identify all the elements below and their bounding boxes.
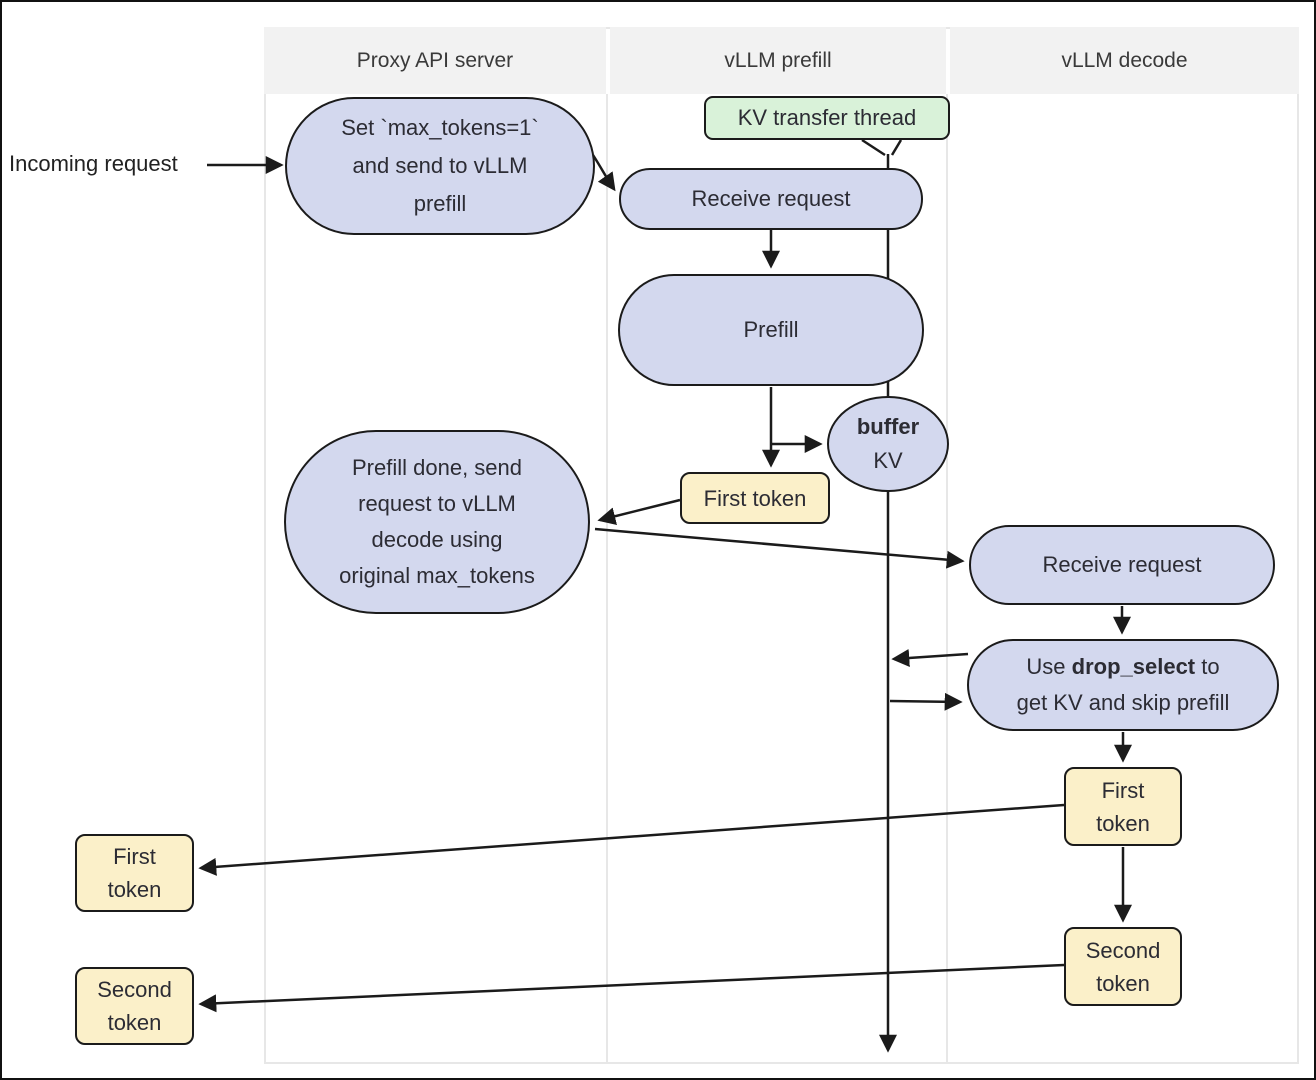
lane-header-decode: vLLM decode <box>950 27 1299 94</box>
node-prefill-done-line1: Prefill done, send <box>352 455 522 480</box>
node-second-token-proxy-line1: Second <box>97 977 172 1002</box>
node-prefill-done-line2: request to vLLM <box>358 491 516 516</box>
node-first-token-decode-line2: token <box>1096 810 1150 836</box>
node-set-max-tokens-line3: prefill <box>413 191 467 216</box>
node-prefill-label: Prefill <box>743 317 799 342</box>
node-prefill-done: Prefill done, send request to vLLM decod… <box>284 430 590 614</box>
node-drop-select-line2: get KV and skip prefill <box>1016 690 1230 715</box>
node-first-token-proxy: First token <box>75 834 194 912</box>
node-first-token-proxy-line1: First <box>113 844 156 869</box>
node-set-max-tokens-line2: and send to vLLM <box>352 153 528 178</box>
node-second-token-decode-line2: token <box>1096 970 1150 996</box>
lane-header-proxy-label: Proxy API server <box>356 48 514 72</box>
node-second-token-decode-line1: Second <box>1085 937 1161 963</box>
incoming-request-label: Incoming request <box>9 151 178 176</box>
node-set-max-tokens: Set `max_tokens=1` and send to vLLM pref… <box>285 97 595 235</box>
node-drop-select-line1-bold: drop_select <box>1071 654 1196 679</box>
node-first-token-prefill: First token <box>680 472 830 524</box>
node-set-max-tokens-line1: Set `max_tokens=1` <box>341 115 539 140</box>
node-second-token-decode: Second token <box>1064 927 1182 1006</box>
node-first-token-prefill-label: First token <box>703 485 807 511</box>
lane-header-decode-label: vLLM decode <box>1061 48 1188 72</box>
lane-header-prefill-label: vLLM prefill <box>724 48 832 72</box>
lane-separator-2 <box>946 94 948 1062</box>
node-first-token-decode-line1: First <box>1101 777 1145 803</box>
node-prefill-done-line4: original max_tokens <box>339 563 535 588</box>
node-first-token-decode: First token <box>1064 767 1182 846</box>
node-prefill-done-line3: decode using <box>371 527 503 552</box>
node-kv-transfer-thread: KV transfer thread <box>704 96 950 140</box>
node-drop-select-line1-pre: Use <box>1026 654 1072 679</box>
node-buffer-kv-line2: KV <box>873 448 903 473</box>
node-first-token-proxy-line2: token <box>107 877 162 902</box>
node-drop-select-line1: Use drop_select to <box>1026 649 1219 685</box>
lane-header-prefill: vLLM prefill <box>610 27 946 94</box>
node-receive-request-prefill: Receive request <box>619 168 923 230</box>
node-second-token-proxy-line2: token <box>107 1010 162 1035</box>
node-receive-request-decode-label: Receive request <box>1042 552 1202 577</box>
lane-separator-1 <box>606 94 608 1062</box>
lane-header-proxy: Proxy API server <box>264 27 606 94</box>
node-buffer-kv: buffer KV <box>827 396 949 492</box>
node-drop-select: Use drop_select to get KV and skip prefi… <box>967 639 1279 731</box>
node-second-token-proxy: Second token <box>75 967 194 1045</box>
node-buffer-kv-line1: buffer <box>856 414 920 439</box>
node-receive-request-decode: Receive request <box>969 525 1275 605</box>
node-receive-request-prefill-label: Receive request <box>691 186 851 211</box>
node-drop-select-line1-post: to <box>1195 654 1220 679</box>
node-kv-transfer-thread-label: KV transfer thread <box>737 105 917 130</box>
node-prefill: Prefill <box>618 274 924 386</box>
